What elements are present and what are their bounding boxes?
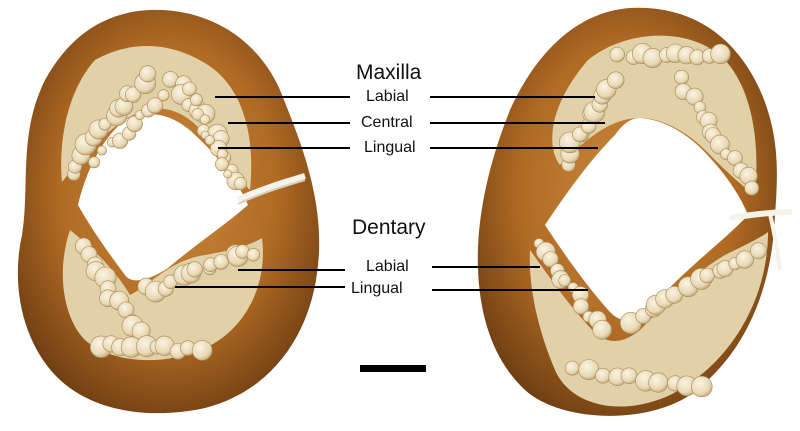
specimen-right-photo: [477, 7, 793, 416]
dentary-label-lingual: Lingual: [351, 280, 403, 297]
scale-bar: [360, 365, 426, 372]
leader-lines: [175, 96, 605, 291]
maxilla-heading: Maxilla: [356, 61, 422, 84]
tie-string-right: [729, 209, 793, 221]
tooth-cluster-left: [67, 65, 261, 361]
maxilla-label-labial: Labial: [366, 88, 409, 105]
tie-string: [236, 173, 306, 203]
dentary-label-labial: Labial: [366, 258, 409, 275]
maxilla-label-central: Central: [361, 114, 413, 131]
maxilla-label-lingual: Lingual: [364, 139, 416, 156]
tooth-cluster-right: [533, 42, 767, 398]
dentary-heading: Dentary: [352, 216, 426, 239]
specimen-left-photo: [17, 9, 320, 414]
